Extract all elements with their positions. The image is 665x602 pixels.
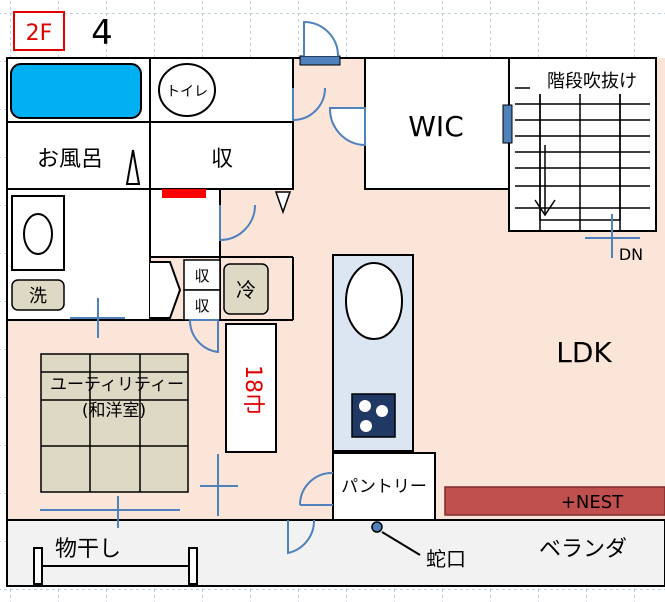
fridge — [223, 263, 269, 315]
bathtub — [10, 63, 142, 119]
tatami-mats — [40, 353, 189, 493]
door-arc-wic-hall — [328, 107, 366, 147]
veranda-label: ベランダ — [539, 537, 627, 562]
bifold-door — [150, 261, 182, 319]
pantry-room — [332, 452, 436, 521]
bath-door-mark — [125, 149, 141, 185]
veranda-area — [6, 519, 665, 587]
utility-label-1: ユーティリティー — [50, 375, 184, 395]
door-arc-toilet — [292, 87, 326, 122]
pantry-label: パントリー — [341, 477, 427, 497]
door-arc-storage-lower — [188, 319, 219, 354]
stair-void-label: 階段吹抜け — [547, 71, 637, 92]
washroom-hall — [149, 188, 221, 258]
dn-arrow-icon — [585, 214, 640, 258]
storage-upper-label: 収 — [211, 147, 233, 172]
storage-red-mark — [162, 189, 206, 198]
utility-label-2: (和洋室) — [82, 401, 146, 421]
stair-void-label-bg — [530, 66, 654, 94]
door-arc-veranda — [287, 519, 316, 555]
sink-fixture — [11, 195, 65, 271]
faucet-icon — [371, 521, 421, 556]
white-rooms — [6, 57, 657, 321]
faucet-label: 蛇口 — [426, 547, 466, 571]
staircase — [515, 69, 650, 231]
door-top-entrance — [299, 20, 341, 66]
bath-label: お風呂 — [37, 147, 103, 172]
nest-label: +NEST — [561, 492, 624, 513]
storage-small-1-label: 収 — [194, 267, 209, 285]
fridge-label: 冷 — [236, 278, 256, 302]
washroom-door-icon — [70, 298, 125, 338]
storage-small-2 — [183, 289, 221, 321]
washer-fixture: 洗 — [11, 279, 65, 311]
door-mark-storage — [274, 191, 292, 215]
utility-door-icon — [40, 454, 238, 528]
drying-label: 物干し — [55, 537, 121, 562]
ldk-label: LDK — [556, 336, 612, 369]
toilet-fixture: トイレ — [158, 63, 216, 117]
storage-small-2-label: 収 — [194, 297, 209, 315]
wic-label: WIC — [408, 110, 464, 143]
kitchen-counter — [332, 254, 414, 452]
tatami-size-label: 18巾 — [240, 365, 265, 415]
floor-label: 2F — [26, 21, 53, 46]
drying-pole — [33, 547, 198, 585]
storage-small-1 — [183, 259, 221, 291]
floor-label-box — [13, 11, 65, 51]
toilet-label: トイレ — [166, 84, 208, 100]
door-arc-washroom — [219, 204, 256, 242]
nest-bar — [444, 486, 665, 516]
washer-label: 洗 — [29, 286, 47, 307]
tatami-size-box — [225, 323, 277, 453]
stair-down-label: DN — [619, 245, 643, 264]
door-arc-pantry — [299, 471, 334, 506]
north-symbol: 4 — [91, 13, 113, 53]
